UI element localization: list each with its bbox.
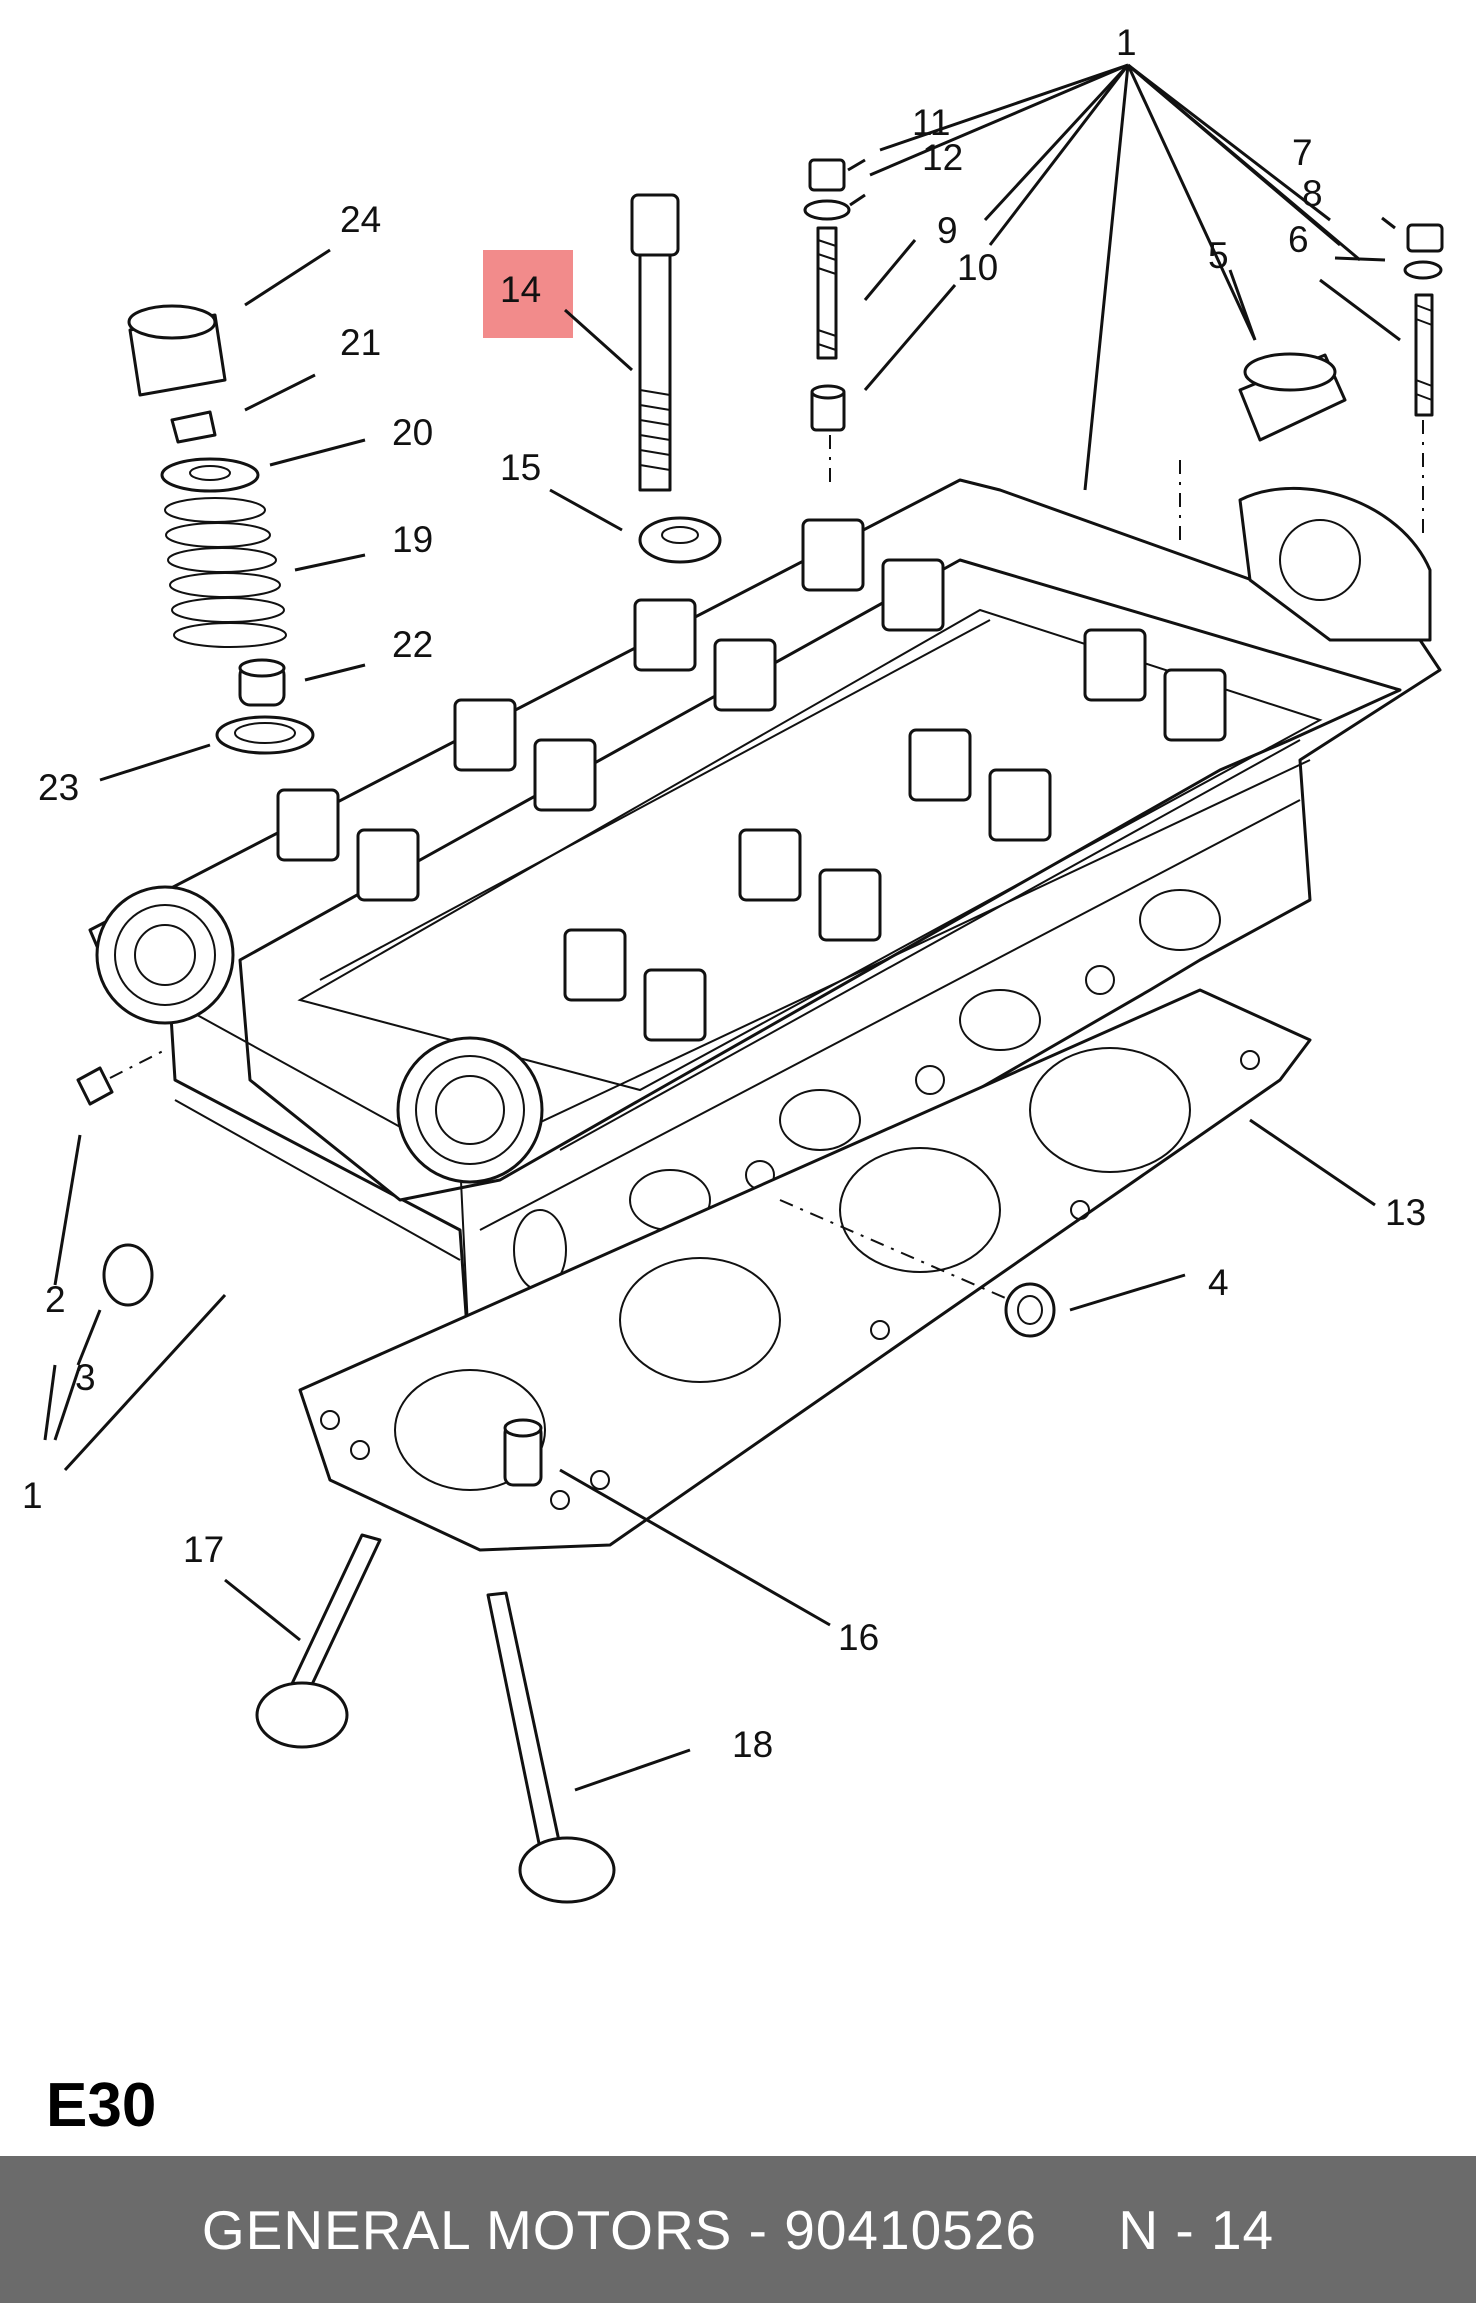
callout-3: 3 <box>75 1357 96 1398</box>
exhaust-valve-icon <box>486 1591 616 1904</box>
callout-5: 5 <box>1208 235 1229 276</box>
port-openings-icon <box>513 889 1221 1291</box>
plug-icon <box>76 1066 154 1307</box>
callout-6: 6 <box>1288 219 1309 260</box>
stud-nut-assembly-icon <box>803 158 1444 442</box>
head-gasket-icon <box>298 988 1312 1552</box>
seal-ring-icon <box>1004 1282 1056 1338</box>
callout-labels: 1 11 12 7 8 6 9 10 5 24 14 21 20 15 19 2… <box>22 22 1426 1765</box>
callout-13: 13 <box>1385 1192 1426 1233</box>
callout-23: 23 <box>38 767 79 808</box>
callout-19: 19 <box>392 519 433 560</box>
valve-lifter-icon <box>127 304 227 397</box>
callout-7: 7 <box>1292 132 1313 173</box>
intake-valve-icon <box>255 1533 382 1749</box>
callout-24: 24 <box>340 199 381 240</box>
axis-line <box>109 1049 166 1079</box>
callout-14: 14 <box>500 269 541 310</box>
callout-22: 22 <box>392 624 433 665</box>
callout-1-top: 1 <box>1116 22 1137 63</box>
callout-20: 20 <box>392 412 433 453</box>
callout-18: 18 <box>732 1724 773 1765</box>
axis-line <box>779 1199 1011 1301</box>
callout-12: 12 <box>922 137 963 178</box>
bearing-cap-icon <box>276 518 1227 1042</box>
head-bolt-icon <box>630 193 680 492</box>
page-code: E30 <box>46 2071 157 2140</box>
footer-bar: GENERAL MOTORS - 90410526 N - 14 <box>0 2156 1476 2303</box>
callout-14-highlight <box>483 250 573 338</box>
callout-17: 17 <box>183 1529 224 1570</box>
valve-spring-icon <box>164 497 287 648</box>
callout-8: 8 <box>1302 173 1323 214</box>
callout-21: 21 <box>340 322 381 363</box>
callout-16: 16 <box>838 1617 879 1658</box>
valve-keeper-icon <box>170 410 217 444</box>
dowel-sleeve-icon <box>503 1418 543 1487</box>
callout-1-bottom: 1 <box>22 1475 43 1516</box>
spring-retainer-icon <box>160 457 260 493</box>
callout-2: 2 <box>45 1279 66 1320</box>
valve-stem-seal-icon <box>238 658 286 707</box>
callout-9: 9 <box>937 210 958 251</box>
cylinder-head-exploded-diagram: 1 11 12 7 8 6 9 10 5 24 14 21 20 15 19 2… <box>22 22 1444 1904</box>
callout-4: 4 <box>1208 1262 1229 1303</box>
footer-part-number: GENERAL MOTORS - 90410526 N - 14 <box>201 2198 1275 2261</box>
callout-10: 10 <box>957 247 998 288</box>
leader-lines <box>43 63 1401 1792</box>
washer-icon <box>638 516 722 564</box>
spring-seat-icon <box>215 715 315 755</box>
callout-15: 15 <box>500 447 541 488</box>
callout-11: 11 <box>912 102 950 143</box>
